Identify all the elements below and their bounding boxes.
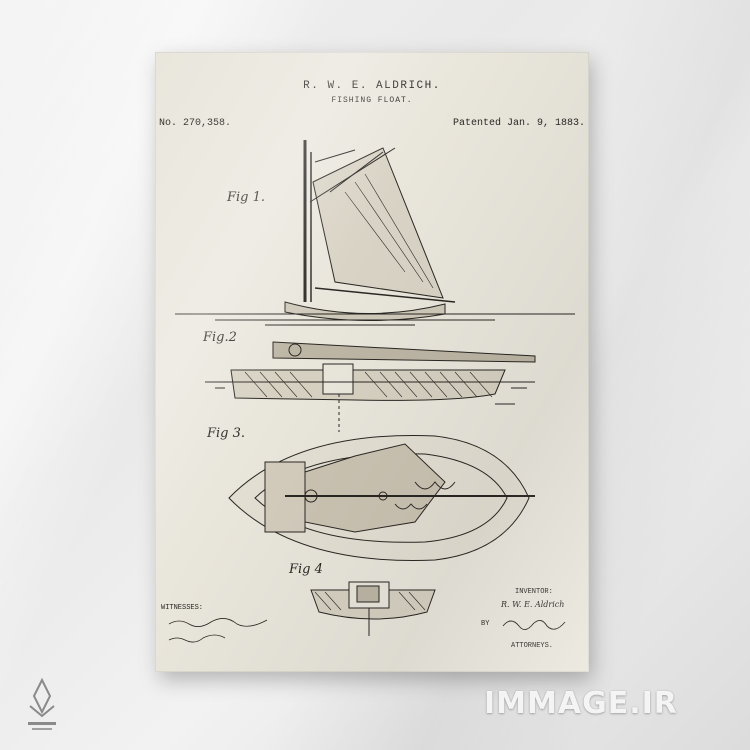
patent-drawing	[168, 140, 575, 643]
fig1-label: Fig 1.	[227, 190, 266, 205]
inventor-label: INVENTOR:	[515, 588, 553, 596]
canvas-print: R. W. E. ALDRICH. FISHING FLOAT. No. 270…	[155, 52, 589, 672]
witness-signatures	[168, 618, 268, 643]
fig3-label: Fig 3.	[207, 426, 246, 441]
inventor-signature: R. W. E. Aldrich	[501, 600, 565, 609]
fig3-plan	[228, 435, 535, 561]
fig4-section	[310, 581, 436, 636]
by-label: BY	[481, 620, 490, 628]
fig2-section	[205, 341, 536, 432]
patent-number: No. 270,358.	[159, 118, 232, 129]
attorney-signature	[502, 620, 566, 630]
patent-date: Patented Jan. 9, 1883.	[452, 118, 585, 129]
patent-title: R. W. E. ALDRICH.	[303, 80, 441, 92]
fig4-label: Fig 4	[289, 562, 323, 577]
fig1-sailboat	[175, 140, 575, 326]
fig2-label: Fig.2	[203, 330, 237, 345]
watermark-text: IMMAGE.IR	[484, 686, 678, 721]
witnesses-label: WITNESSES:	[161, 604, 204, 612]
patent-subtitle: FISHING FLOAT.	[331, 96, 413, 105]
attorneys-label: ATTORNEYS.	[511, 642, 554, 650]
immage-logo-icon	[28, 677, 56, 730]
